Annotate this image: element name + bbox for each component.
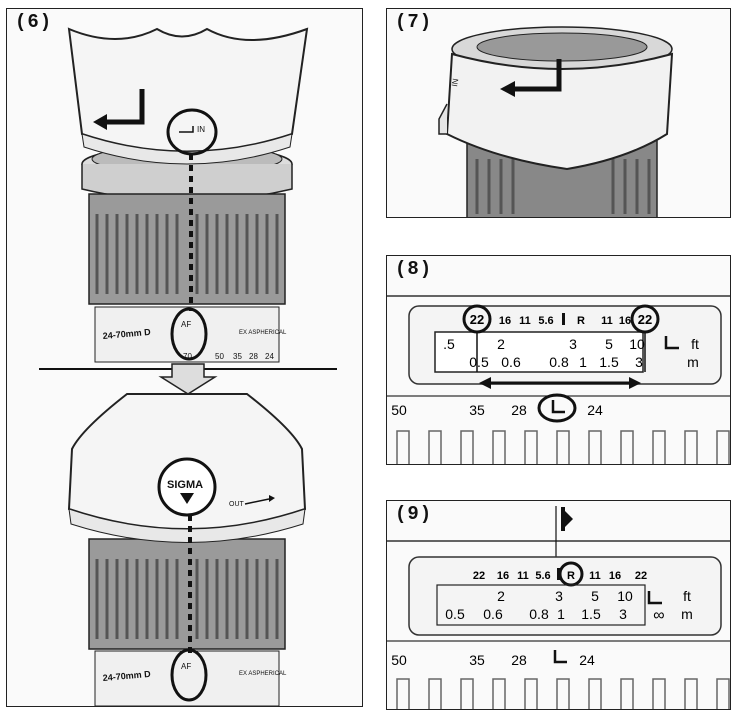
- p9-ft-3: 3: [555, 588, 563, 604]
- sigma-brand: SIGMA: [167, 479, 203, 491]
- p9-focal-28: 28: [511, 652, 527, 668]
- panel-7-illustration: IN: [438, 26, 674, 217]
- upper-lens-model: 24-70mm D: [102, 327, 151, 341]
- p9-unit-m: m: [681, 606, 693, 622]
- panel-6: 24-70mm D EX ASPHERICAL AF 70 50 35 28 2…: [6, 8, 363, 707]
- p9-aperture-11-right: 11: [589, 570, 601, 582]
- p8-ft-10: 10: [629, 336, 645, 352]
- p9-ft-2: 2: [497, 588, 505, 604]
- p9-unit-ft: ft: [683, 588, 691, 604]
- p8-focal-index-mark-icon: [551, 400, 565, 414]
- p8-aperture-11-left: 11: [519, 315, 531, 327]
- p8-aperture-22-left: 22: [470, 312, 484, 327]
- p8-aperture-11-right: 11: [601, 315, 613, 327]
- p9-m-0-6: 0.6: [483, 606, 503, 622]
- panel-8: 22 16 11 5.6 R 11 16 22 .5 2 3 5 10 ft 0…: [386, 255, 731, 465]
- p9-ring-grip: [396, 678, 730, 709]
- p9-aperture-22-left: 22: [473, 570, 485, 582]
- panel-9-scale-diagram: 22 16 11 5.6 R 11 16 22 2 3 5 10 ∞ ft 0.…: [387, 506, 730, 709]
- bayonet-in-arrow-icon: [107, 89, 145, 125]
- bayonet-lock-arrow-icon: [515, 59, 562, 92]
- p9-focal-35: 35: [469, 652, 485, 668]
- panel-7-label: (7): [393, 11, 435, 33]
- p8-ring-grip: [396, 430, 730, 464]
- panel-7: IN (7): [386, 8, 731, 218]
- p8-aperture-16-right: 16: [619, 315, 631, 327]
- upper-focal-70: 70: [183, 352, 192, 361]
- p9-focal-index-mark-icon: [553, 650, 567, 664]
- p8-unit-ft: ft: [691, 336, 699, 352]
- down-arrow-icon: [158, 363, 218, 395]
- p9-aperture-r: R: [567, 570, 575, 582]
- lower-af-mark: AF: [181, 662, 191, 671]
- panel-9-label: (9): [393, 503, 435, 525]
- lower-lens-model: 24-70mm D: [102, 669, 151, 683]
- panel-8-scale-diagram: 22 16 11 5.6 R 11 16 22 .5 2 3 5 10 ft 0…: [387, 295, 730, 464]
- upper-hood: IN: [67, 27, 309, 165]
- upper-lens-body: 24-70mm D EX ASPHERICAL AF 70 50 35 28 2…: [81, 144, 293, 363]
- p8-aperture-r: R: [577, 315, 585, 327]
- p8-aperture-5-6: 5.6: [538, 315, 553, 327]
- p9-aperture-5-6: 5.6: [535, 570, 550, 582]
- p8-unit-m: m: [687, 354, 699, 370]
- out-arrow-icon: [244, 498, 270, 505]
- p8-focal-index-circle: [537, 393, 577, 423]
- p9-focal-24: 24: [579, 652, 595, 668]
- upper-focal-28: 28: [249, 352, 258, 361]
- p8-focal-50: 50: [391, 402, 407, 418]
- sigma-mark-circle: [157, 457, 217, 517]
- in-mark-rotated: IN: [450, 78, 460, 88]
- p9-m-3: 3: [619, 606, 627, 622]
- p8-ft-5: 5: [605, 336, 613, 352]
- panel-6-illustration: 24-70mm D EX ASPHERICAL AF 70 50 35 28 2…: [39, 27, 337, 706]
- p9-focal-50: 50: [391, 652, 407, 668]
- p8-focal-28: 28: [511, 402, 527, 418]
- p9-ft-10: 10: [617, 588, 633, 604]
- p9-aperture-16-left: 16: [497, 570, 509, 582]
- p8-m-3: 3: [635, 354, 643, 370]
- p8-focal-35: 35: [469, 402, 485, 418]
- p8-aperture-16-left: 16: [499, 315, 511, 327]
- p8-m-0-5: 0.5: [469, 354, 489, 370]
- upper-focal-35: 35: [233, 352, 242, 361]
- p8-ft-3: 3: [569, 336, 577, 352]
- p9-infinity-symbol: ∞: [653, 607, 664, 624]
- p8-ft-2: 2: [497, 336, 505, 352]
- p8-m-1-5: 1.5: [599, 354, 619, 370]
- p9-m-1-5: 1.5: [581, 606, 601, 622]
- p9-m-0-5: 0.5: [445, 606, 465, 622]
- p8-ft-0-5: .5: [443, 336, 455, 352]
- upper-af-mark: AF: [181, 320, 191, 329]
- p9-ft-5: 5: [591, 588, 599, 604]
- upper-focal-24: 24: [265, 352, 274, 361]
- p8-m-1: 1: [579, 354, 587, 370]
- p9-aperture-11-left: 11: [517, 570, 529, 582]
- in-mark: IN: [197, 125, 205, 134]
- panel-8-label: (8): [393, 258, 435, 280]
- lower-hood: SIGMA OUT: [67, 393, 307, 543]
- p8-m-0-6: 0.6: [501, 354, 521, 370]
- p9-m-0-8: 0.8: [529, 606, 549, 622]
- upper-zoom-ring-grip: [95, 214, 279, 294]
- upper-focal-50: 50: [215, 352, 224, 361]
- p8-aperture-22-right: 22: [638, 312, 652, 327]
- p9-infinity-l-mark-icon: [647, 591, 662, 605]
- p9-m-1: 1: [557, 606, 565, 622]
- lower-lens-series: EX ASPHERICAL: [239, 671, 287, 677]
- panel-6-label: (6): [13, 11, 55, 33]
- upper-lens-series: EX ASPHERICAL: [239, 330, 287, 336]
- p9-aperture-22-right: 22: [635, 570, 647, 582]
- p8-m-0-8: 0.8: [549, 354, 569, 370]
- out-mark: OUT: [229, 501, 245, 508]
- p8-focal-24: 24: [587, 402, 603, 418]
- p9-aperture-16-right: 16: [609, 570, 621, 582]
- panel-9: 22 16 11 5.6 R 11 16 22 2 3 5 10 ∞ ft 0.…: [386, 500, 731, 710]
- index-triangle-icon: [180, 493, 194, 504]
- p8-infinity-mark-icon: [664, 336, 679, 350]
